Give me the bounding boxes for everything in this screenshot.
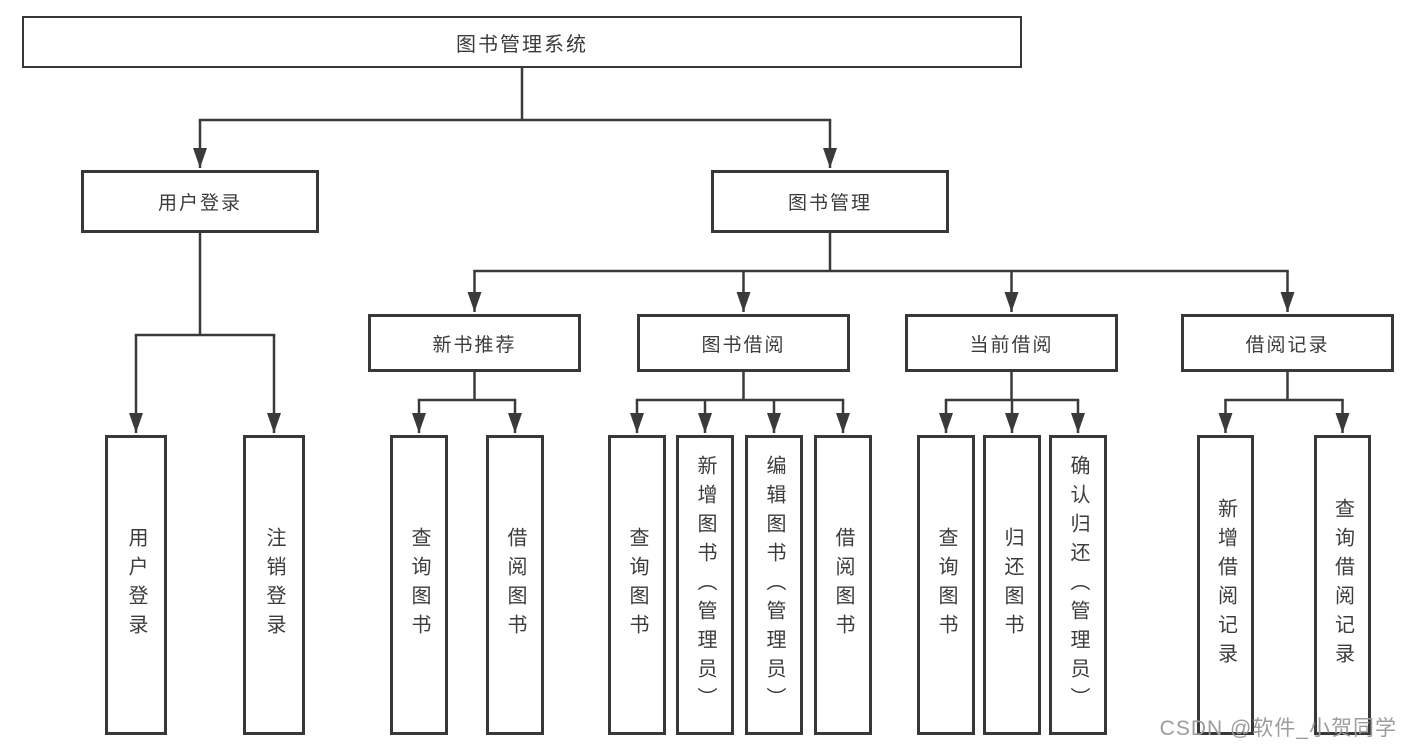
node-borrow-records: 借阅记录: [1181, 314, 1394, 372]
leaf-confirm-return-admin-label: 确认归还（管理员）: [1067, 454, 1089, 716]
node-new-book-recommend: 新书推荐: [368, 314, 581, 372]
node-book-borrow: 图书借阅: [637, 314, 850, 372]
node-new-book-recommend-label: 新书推荐: [432, 334, 517, 356]
leaf-return-books-label: 归还图书: [1001, 527, 1023, 643]
leaf-query-books-recommend: 查询图书: [390, 435, 448, 735]
leaf-query-borrow-record: 查询借阅记录: [1314, 435, 1371, 735]
node-current-borrow-label: 当前借阅: [969, 334, 1054, 356]
leaf-query-books-current: 查询图书: [917, 435, 975, 735]
leaf-user-login: 用户登录: [105, 435, 167, 735]
leaf-query-borrow-record-label: 查询借阅记录: [1331, 498, 1354, 672]
leaf-edit-book-admin: 编辑图书（管理员）: [745, 435, 803, 735]
leaf-borrow-books-recommend-label: 借阅图书: [504, 527, 526, 643]
node-root: 图书管理系统: [22, 16, 1022, 68]
leaf-borrow-books-borrow: 借阅图书: [814, 435, 872, 735]
leaf-borrow-books-recommend: 借阅图书: [486, 435, 544, 735]
leaf-logout-label: 注销登录: [263, 527, 285, 643]
leaf-add-borrow-record: 新增借阅记录: [1197, 435, 1254, 735]
leaf-confirm-return-admin: 确认归还（管理员）: [1049, 435, 1107, 735]
leaf-add-borrow-record-label: 新增借阅记录: [1214, 498, 1237, 672]
node-root-label: 图书管理系统: [456, 33, 588, 56]
node-book-borrow-label: 图书借阅: [701, 334, 786, 356]
leaf-query-books-borrow-label: 查询图书: [626, 527, 648, 643]
leaf-add-book-admin: 新增图书（管理员）: [676, 435, 734, 735]
node-user-login-label: 用户登录: [157, 193, 242, 214]
leaf-query-books-borrow: 查询图书: [608, 435, 666, 735]
leaf-add-book-admin-label: 新增图书（管理员）: [694, 454, 716, 716]
node-book-management: 图书管理: [711, 170, 949, 233]
leaf-query-books-recommend-label: 查询图书: [408, 527, 430, 643]
node-borrow-records-label: 借阅记录: [1245, 334, 1330, 356]
leaf-logout: 注销登录: [243, 435, 305, 735]
csdn-watermark: CSDN @软件_小贺同学: [1159, 717, 1397, 740]
leaf-user-login-label: 用户登录: [125, 527, 147, 643]
node-user-login: 用户登录: [81, 170, 319, 233]
leaf-query-books-current-label: 查询图书: [935, 527, 957, 643]
leaf-edit-book-admin-label: 编辑图书（管理员）: [763, 454, 785, 716]
leaf-borrow-books-borrow-label: 借阅图书: [832, 527, 854, 643]
node-current-borrow: 当前借阅: [905, 314, 1118, 372]
node-book-management-label: 图书管理: [787, 193, 872, 214]
leaf-return-books: 归还图书: [983, 435, 1041, 735]
